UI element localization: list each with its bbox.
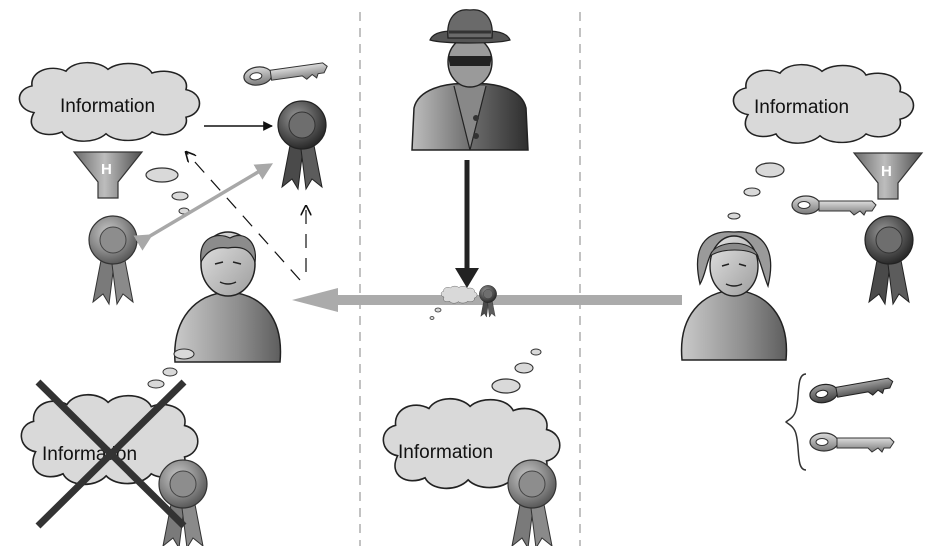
compare-arrow	[133, 163, 274, 251]
cloud-label-left: Information	[60, 96, 155, 117]
key-icon-private	[791, 195, 877, 216]
funnel-label-left: H	[101, 161, 112, 178]
person-sender	[680, 231, 788, 361]
thought-bubble	[514, 362, 534, 374]
thought-bubble	[530, 348, 542, 356]
cross-mark	[35, 379, 187, 529]
medal-icon-center	[507, 459, 557, 546]
thought-bubble	[171, 191, 189, 201]
cloud-label-center: Information	[398, 442, 493, 463]
medal-icon-computed	[88, 215, 138, 305]
medal-icon-top	[277, 100, 327, 190]
thought-bubble	[434, 307, 442, 313]
person-spy	[411, 9, 529, 151]
thought-bubble	[147, 379, 165, 389]
dashed-arrow-to-cloud	[186, 152, 301, 281]
thought-bubble	[755, 162, 785, 178]
cloud-in-transit	[440, 285, 478, 304]
thought-bubble	[743, 187, 761, 197]
thought-bubble	[162, 367, 178, 377]
brace-icon	[784, 373, 807, 471]
arrow-spy-head	[455, 268, 479, 288]
key-icon-pair-light	[809, 432, 895, 453]
thought-bubble	[491, 378, 521, 394]
thought-bubble	[173, 348, 195, 360]
key-icon-pair-dark	[807, 371, 896, 407]
thought-bubble	[727, 212, 741, 220]
cloud-label-right: Information	[754, 97, 849, 118]
key-icon-top-left	[242, 56, 330, 89]
person-receiver	[174, 231, 282, 363]
medal-icon-right	[864, 215, 914, 305]
thought-bubble	[429, 316, 435, 320]
funnel-label-right: H	[881, 163, 892, 180]
message-arrow-head	[292, 288, 338, 312]
medal-icon-crossed	[158, 459, 208, 546]
thought-bubble	[145, 167, 179, 183]
